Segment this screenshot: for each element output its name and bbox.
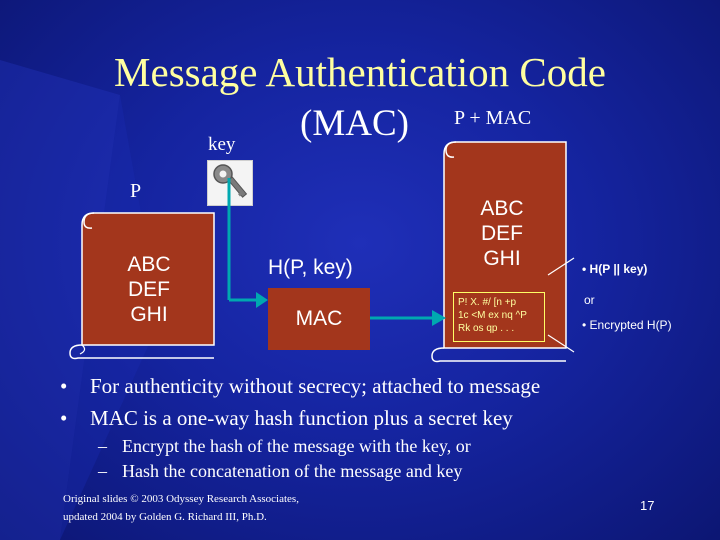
output-line: ABC [480,197,524,220]
cipher-line: P! X. #/ [n +p [458,297,517,308]
bullet-text: For authenticity without secrecy; attach… [90,374,541,398]
mac-cipher-box: P! X. #/ [n +p 1c <M ex nq ^P Rk os qp .… [453,292,545,342]
plaintext-scroll [69,212,215,360]
footer-line: updated 2004 by Golden G. Richard III, P… [63,511,267,523]
output-label: P + MAC [454,107,532,129]
hash-expression: H(P, key) [268,256,353,279]
mac-box: MAC [268,288,370,350]
flow-arrows [227,178,432,320]
footer-credits: Original slides © 2003 Odyssey Research … [63,490,299,526]
page-number: 17 [640,498,655,513]
cipher-line: Rk os qp . . . [458,323,515,334]
plaintext-line: ABC [127,253,171,276]
bullet-text: MAC is a one-way hash function plus a se… [90,406,513,430]
note-encrypted: • Encrypted H(P) [582,318,672,332]
note-or: or [584,293,595,307]
cipher-line: 1c <M ex nq ^P [458,310,527,321]
dash-icon: – [98,461,107,481]
arrow-head-to-output [432,310,446,326]
plaintext-content: ABC DEF GHI [94,252,204,327]
key-label: key [208,134,236,155]
footer-line: Original slides © 2003 Odyssey Research … [63,493,299,505]
output-line: DEF [481,222,523,245]
bullet-dot-icon: • [60,406,68,430]
bullet-dot-icon: • [60,374,68,398]
title-acronym: (MAC) [300,103,409,144]
page-title: Message Authentication Code [114,49,606,95]
output-content: ABC DEF GHI [452,196,552,271]
sub-bullet-text: Encrypt the hash of the message with the… [122,436,471,456]
output-line: GHI [483,247,521,270]
note-hash-key: • H(P || key) [582,262,648,276]
sub-bullet-text: Hash the concatenation of the message an… [122,461,463,481]
dash-icon: – [98,436,107,456]
plaintext-label: P [130,180,142,202]
plaintext-line: DEF [128,278,170,301]
arrow-head-to-mac [256,292,268,308]
plaintext-line: GHI [130,303,168,326]
